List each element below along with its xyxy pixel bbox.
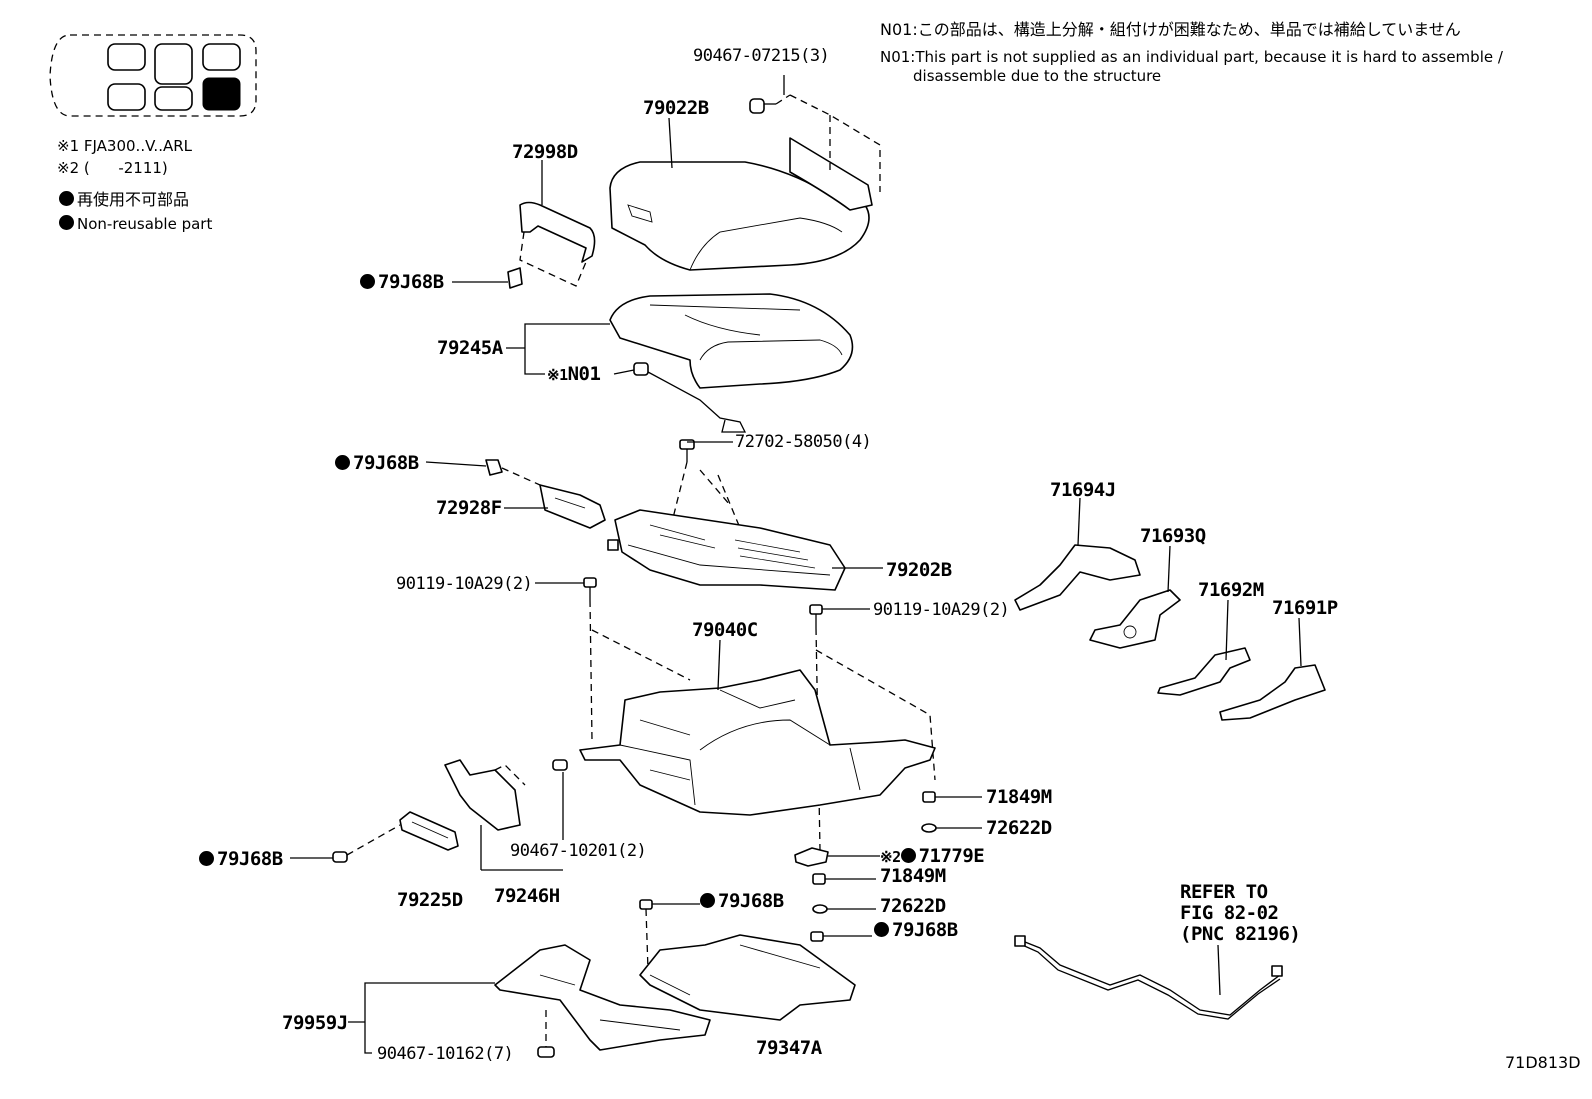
label-79J68B-d[interactable]: 79J68B [874,920,958,940]
label-71694J[interactable]: 71694J [1050,479,1116,501]
label-79J68B-a-text: 79J68B [378,271,444,293]
bolt-90119-b-icon [809,604,936,851]
label-71849M-b[interactable]: 71849M [880,865,946,887]
refer-to-line3[interactable]: (PNC 82196) [1180,923,1301,945]
fastener-71849M-b-icon [812,873,876,885]
label-79J68B-a[interactable]: 79J68B [360,272,444,292]
washer-72622D-b-icon [812,904,876,914]
label-71849M-a[interactable]: 71849M [986,786,1052,808]
cover-79246H [444,759,526,831]
clip-90467-10201-icon [552,759,568,840]
label-72702-58050[interactable]: 72702-58050(4) [735,432,872,452]
nonreusable-dot-icon [335,455,350,470]
label-71692M[interactable]: 71692M [1198,579,1264,601]
legend-nonreusable-en: Non-reusable part [59,215,212,234]
label-71691P[interactable]: 71691P [1272,597,1338,619]
seat-cushion-pad-79245A [609,293,854,389]
clip-90467-10162-icon [537,1010,555,1058]
note-n01-japanese: N01:この部品は、構造上分解・組付けが困難なため、単品では補給していません [880,20,1461,39]
nonreusable-dot-icon [199,851,214,866]
label-72928F[interactable]: 72928F [436,497,502,519]
nonreusable-dot-icon [700,893,715,908]
label-90119-b[interactable]: 90119-10A29(2) [873,600,1010,620]
seat-sensor-n01-icon [633,362,747,433]
label-79959J[interactable]: 79959J [282,1012,348,1034]
label-71779E[interactable]: ※2 71779E [880,845,985,867]
wire-harness-icon [1014,935,1283,1020]
label-90119-a[interactable]: 90119-10A29(2) [396,574,533,594]
label-90467-10201[interactable]: 90467-10201(2) [510,841,647,861]
label-71779E-mark: ※2 [880,848,901,866]
seat-cushion-cover-79022B [609,94,881,271]
label-79J68B-b[interactable]: 79J68B [335,453,419,473]
label-79J68B-e[interactable]: 79J68B [199,849,283,869]
nonreusable-dot-icon [874,922,889,937]
seat-frame-79040C [579,669,936,816]
label-71693Q[interactable]: 71693Q [1140,525,1206,547]
legend-nonreusable-jp: 再使用不可部品 [59,190,189,209]
label-79202B[interactable]: 79202B [886,559,952,581]
label-79J68B-c-text: 79J68B [718,890,784,912]
fastener-71849M-a-icon [922,791,982,803]
seat-trim-72998D [507,201,596,289]
pin-79J68B-b-icon [485,459,541,486]
bracket-79225D [399,811,459,851]
label-72622D-a[interactable]: 72622D [986,817,1052,839]
label-79022B[interactable]: 79022B [643,97,709,119]
legend-nonreusable-en-text: Non-reusable part [77,215,213,233]
label-71779E-text: 71779E [918,845,985,867]
label-79225D[interactable]: 79225D [397,889,463,911]
pin-79J68B-c-icon [639,899,700,971]
nonreusable-dot-icon [59,191,74,206]
label-79J68B-c[interactable]: 79J68B [700,891,784,911]
leader-lines [348,117,1302,1054]
bracket-72928F [539,484,606,529]
cover-71693Q [1089,589,1181,649]
note-n01-english-line1: N01:This part is not supplied as an indi… [880,48,1503,66]
nonreusable-dot-icon [360,274,375,289]
label-79J68B-e-text: 79J68B [217,848,283,870]
label-79245A[interactable]: 79245A [437,337,503,359]
duct-79959J [494,944,711,1051]
label-90467-10162[interactable]: 90467-10162(7) [377,1044,514,1064]
pin-79J68B-d-icon [810,931,872,942]
floor-mat-79347A [639,934,856,1021]
seat-adjuster-79202B [607,509,846,591]
label-90467-07215[interactable]: 90467-07215(3) [693,46,830,66]
label-72622D-b[interactable]: 72622D [880,895,946,917]
nonreusable-dot-icon [900,848,916,863]
refer-to-line2[interactable]: FIG 82-02 [1180,902,1279,924]
legend-mark1: ※1 FJA300..V..ARL [57,137,192,155]
label-N01-mark: ※1 [547,366,568,384]
note-n01-english-line2: disassemble due to the structure [913,67,1162,85]
bracket-71779E-icon [794,847,880,867]
label-72998D[interactable]: 72998D [512,141,578,163]
clip-90467-07215-icon [749,75,785,114]
refer-to-line1[interactable]: REFER TO [1180,881,1268,903]
cover-71692M [1157,647,1251,696]
cover-71694J [1014,544,1141,611]
label-79J68B-d-text: 79J68B [892,919,958,941]
washer-72622D-a-icon [921,823,982,833]
label-79347A[interactable]: 79347A [756,1037,822,1059]
label-79040C[interactable]: 79040C [692,619,758,641]
label-79246H[interactable]: 79246H [494,885,560,907]
label-79J68B-b-text: 79J68B [353,452,419,474]
cover-71691P [1219,664,1326,721]
legend-nonreusable-jp-text: 再使用不可部品 [77,190,190,209]
pin-79J68B-e-icon [290,824,401,863]
figure-id: 71D813D [1505,1053,1581,1072]
legend-mark2: ※2 ( -2111) [57,159,168,177]
label-N01-text: N01 [567,363,601,385]
nonreusable-dot-icon [59,215,74,230]
label-N01[interactable]: ※1N01 [547,363,601,385]
seat-position-indicator-icon [49,34,257,117]
